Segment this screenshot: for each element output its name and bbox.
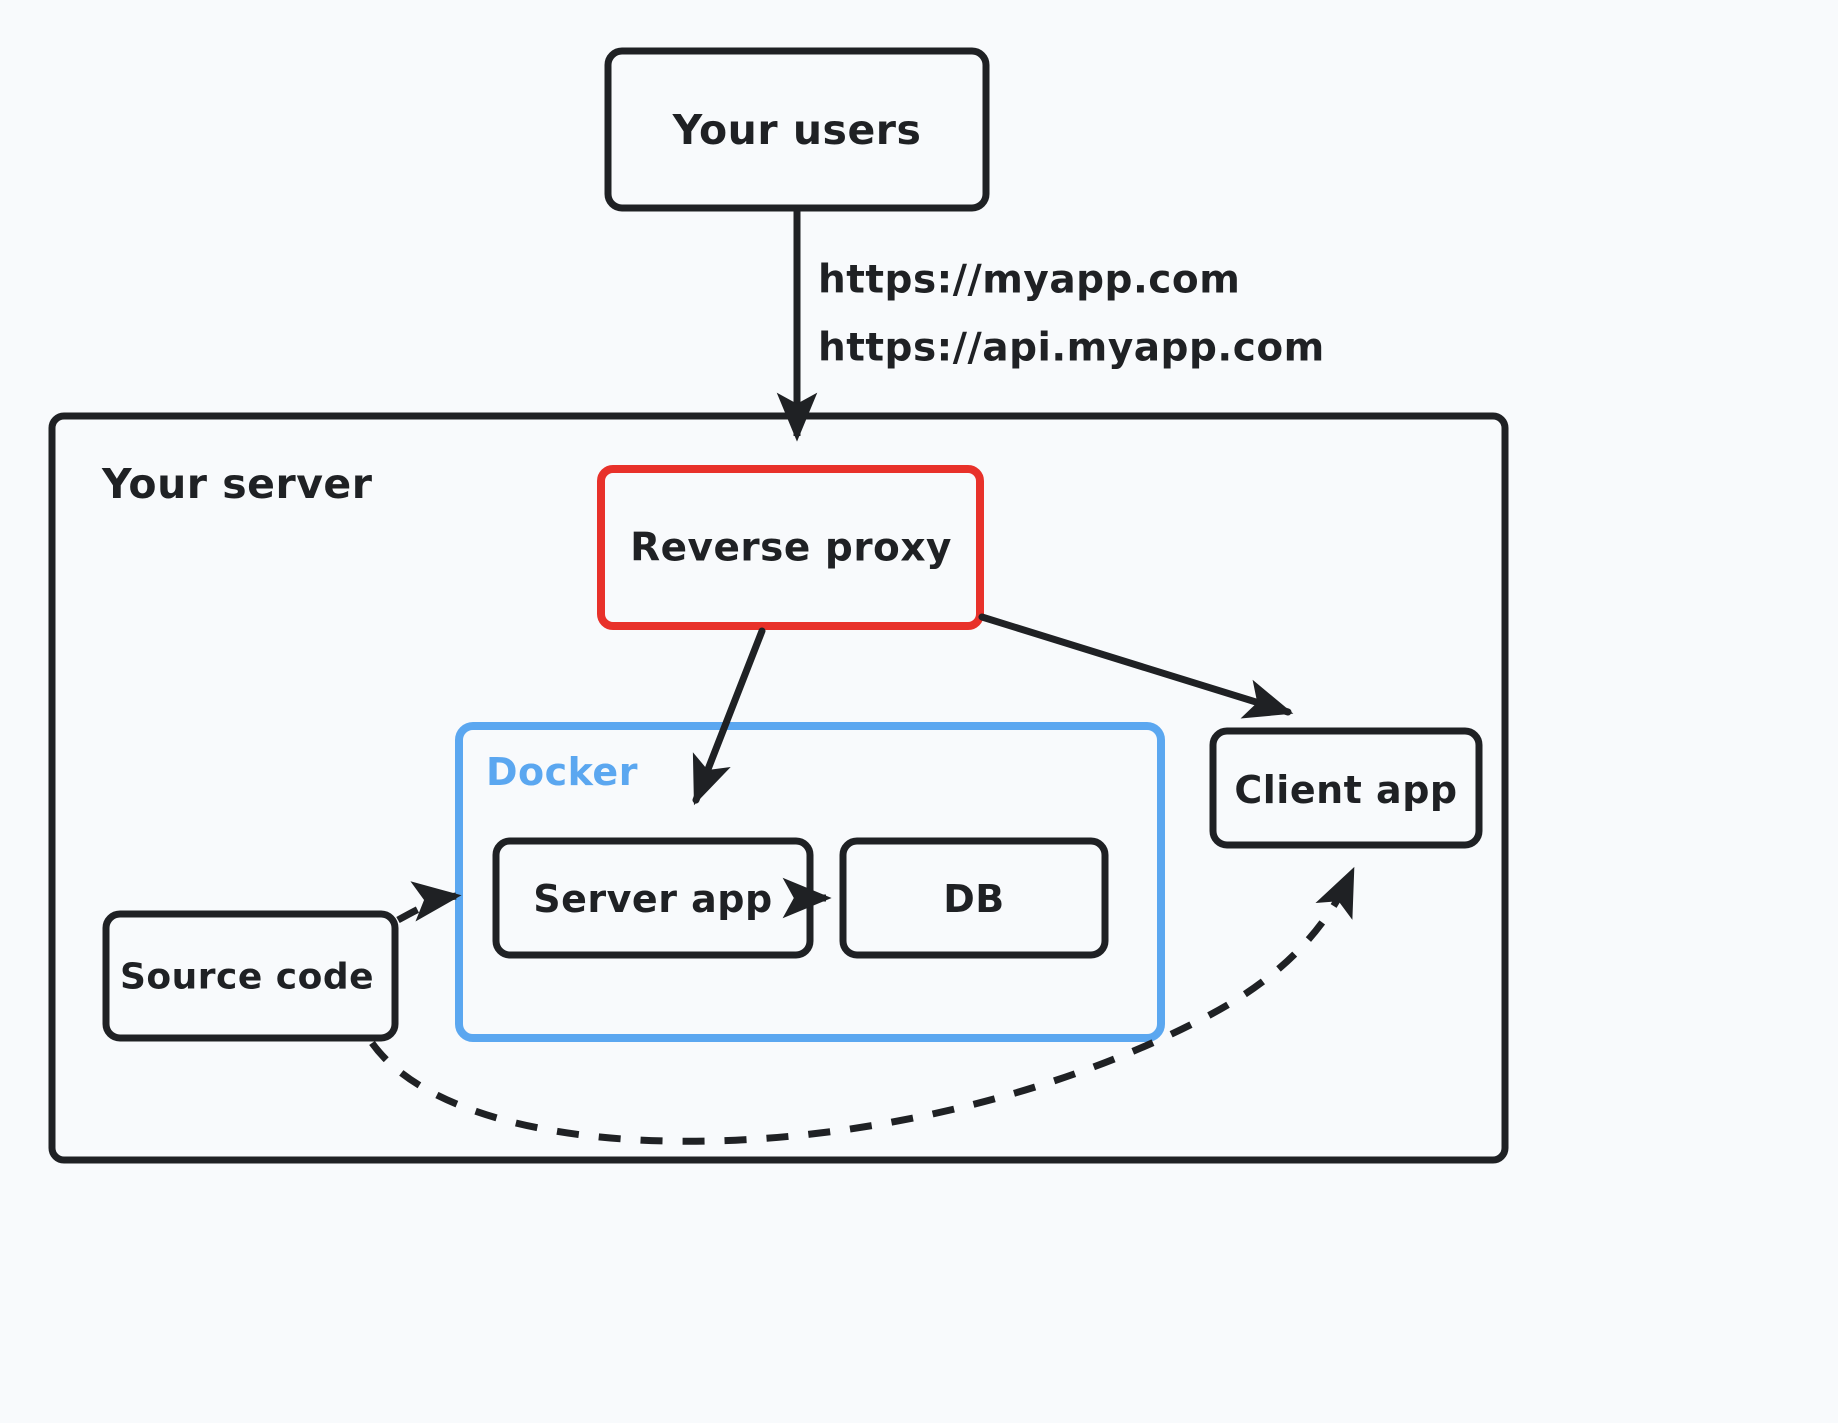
- edge-proxy-to-server-app: [692, 627, 766, 806]
- node-users-label: Your users: [672, 106, 922, 154]
- edge-source-to-server-app: [396, 881, 462, 924]
- node-reverse-proxy-label: Reverse proxy: [630, 525, 952, 571]
- node-source-code-label: Source code: [119, 956, 375, 998]
- edge-label-url-primary: https://myapp.com: [818, 257, 1241, 303]
- node-server-label: Your server: [102, 460, 373, 508]
- node-db-box: [839, 837, 1109, 959]
- node-server-app-label: Server app: [533, 877, 773, 921]
- edge-proxy-to-client-app: [978, 613, 1294, 719]
- node-db-label: DB: [943, 877, 1005, 921]
- node-docker-label: Docker: [486, 750, 638, 794]
- node-client-app-box: [1209, 727, 1483, 849]
- node-reverse-proxy-box: [597, 465, 984, 630]
- node-source-code-box: [102, 910, 399, 1042]
- node-users-box: [604, 47, 990, 212]
- edge-source-to-client-app: [369, 866, 1356, 1145]
- node-client-app-label: Client app: [1234, 768, 1458, 812]
- edge-label-url-api: https://api.myapp.com: [818, 325, 1325, 371]
